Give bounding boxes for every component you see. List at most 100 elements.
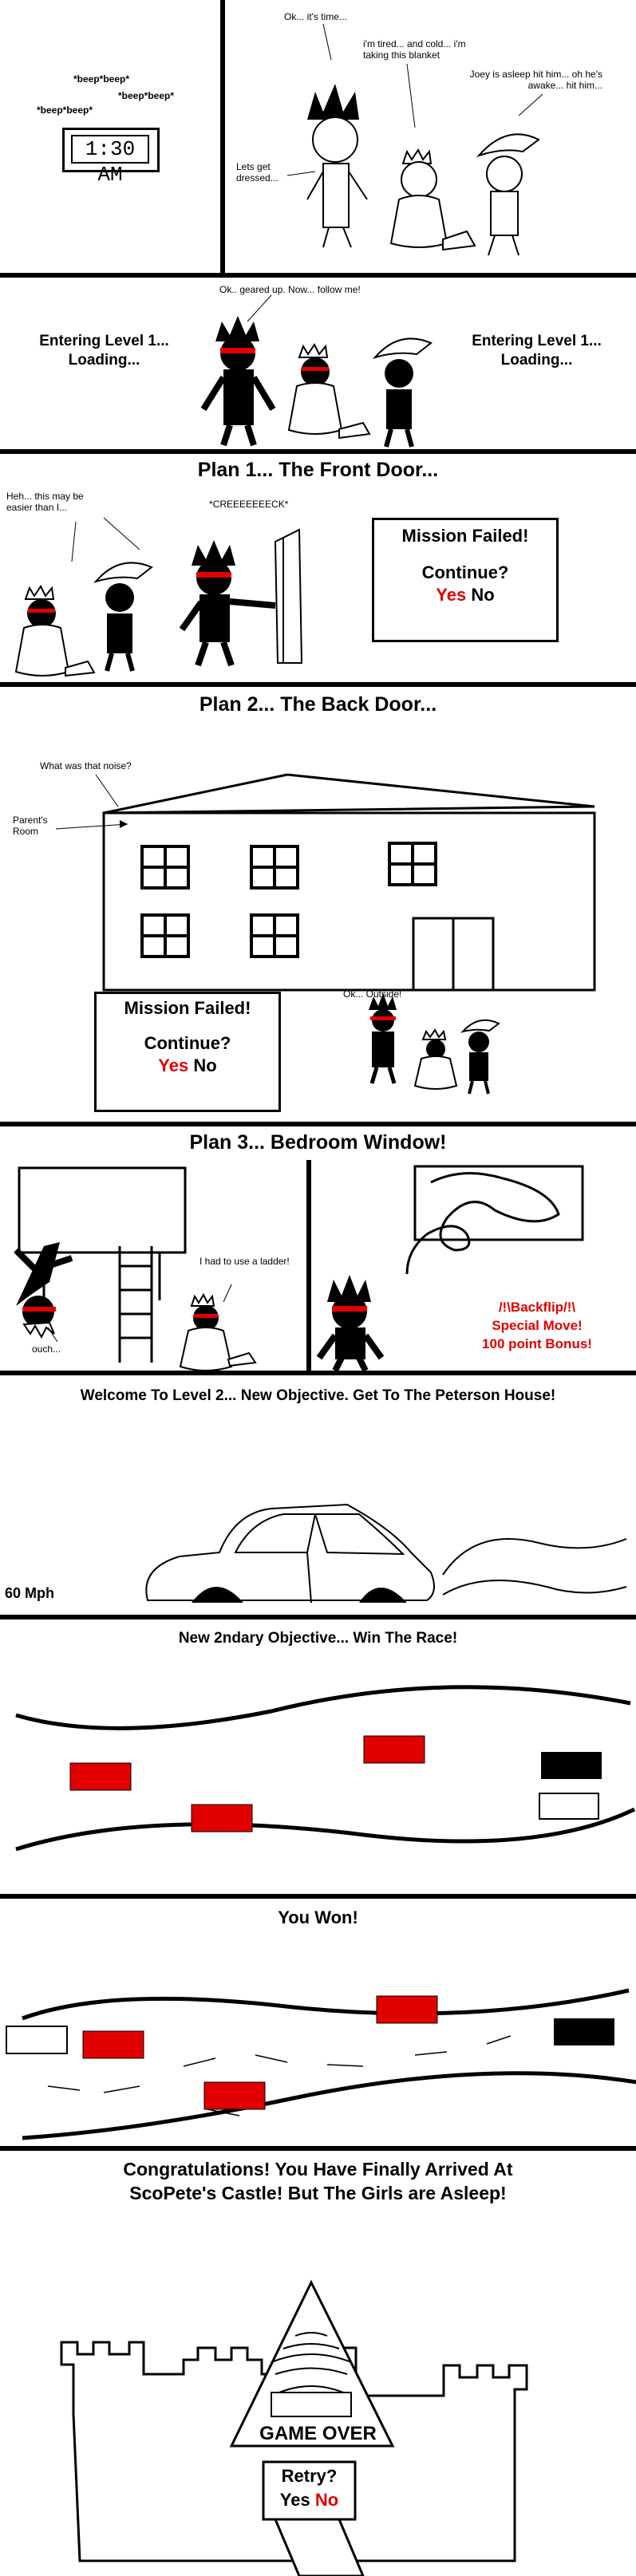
panel-castle: Congratulations! You Have Finally Arrive… bbox=[0, 2151, 636, 2576]
panel1-vertical-divider bbox=[220, 0, 225, 275]
panel8-drawing bbox=[6, 1988, 636, 2140]
panel2-drawing bbox=[200, 294, 433, 448]
panel6-drawing bbox=[145, 1503, 627, 1604]
beep-text-3: *beep*beep* bbox=[37, 105, 93, 116]
car-red-4 bbox=[82, 2030, 144, 2059]
panel3-title: Plan 1... The Front Door... bbox=[197, 459, 439, 481]
panel9-title-2: ScoPete's Castle! But The Girls are Asle… bbox=[129, 2183, 507, 2203]
alarm-clock: 1:30 AM bbox=[62, 128, 160, 187]
panel-you-won: You Won! bbox=[0, 1899, 636, 2146]
divider-5 bbox=[0, 1371, 636, 1375]
car-red-5 bbox=[203, 2081, 266, 2110]
speedometer: 60 Mph bbox=[5, 1585, 55, 1601]
retry-no-option[interactable]: No bbox=[314, 2490, 339, 2510]
house-roof bbox=[103, 773, 595, 815]
panel8-title: You Won! bbox=[278, 1907, 358, 1927]
car-red-2 bbox=[191, 1804, 253, 1832]
panel9-title-1: Congratulations! You Have Finally Arrive… bbox=[123, 2159, 513, 2180]
panel9-drawing bbox=[60, 2279, 528, 2576]
speech-ouch: ouch... bbox=[32, 1343, 61, 1355]
speech-noise: What was that noise? bbox=[40, 760, 132, 771]
continue-options-2: Yes No bbox=[97, 1055, 278, 1077]
yes-option-2[interactable]: Yes bbox=[158, 1055, 189, 1075]
divider-1 bbox=[0, 273, 636, 278]
panel-geared-up: Ok.. geared up. Now... follow me! Enteri… bbox=[0, 278, 636, 449]
windows bbox=[140, 842, 437, 958]
retry-yes-option[interactable]: Yes bbox=[279, 2490, 310, 2510]
car-red-3 bbox=[363, 1735, 425, 1764]
house bbox=[102, 811, 596, 992]
speech-joey: Joey is asleep hit him... oh he's awake.… bbox=[469, 69, 602, 91]
panel5-title: Plan 3... Bedroom Window! bbox=[189, 1131, 447, 1154]
bonus-line-1: /!\Backflip/!\ bbox=[498, 1300, 576, 1315]
no-option-2[interactable]: No bbox=[193, 1055, 217, 1075]
beep-text-2: *beep*beep* bbox=[118, 90, 175, 101]
pyramid-eye bbox=[271, 2332, 352, 2375]
retry-panel: Retry? Yes No bbox=[266, 2464, 353, 2512]
divider-8 bbox=[0, 2146, 636, 2151]
car bbox=[145, 1503, 435, 1604]
speech-tired: i'm tired... and cold... i'm taking this… bbox=[363, 38, 466, 61]
car-wheel-rear bbox=[359, 1588, 407, 1603]
car-wheel-front bbox=[192, 1587, 243, 1603]
panel5-vertical-divider bbox=[306, 1160, 311, 1371]
mission-failed-box-1: Mission Failed! Continue? Yes No bbox=[372, 518, 559, 642]
mission-failed-label-2: Mission Failed! bbox=[124, 998, 251, 1018]
retry-options: Yes No bbox=[266, 2488, 353, 2512]
backflip-path bbox=[405, 1172, 560, 1275]
panel7-title: New 2ndary Objective... Win The Race! bbox=[178, 1630, 458, 1647]
speech-geared-up: Ok.. geared up. Now... follow me! bbox=[219, 284, 361, 295]
sound-creeeck: *CREEEEEEECK* bbox=[209, 499, 289, 510]
beep-text-1: *beep*beep* bbox=[73, 73, 130, 85]
panel-race: New 2ndary Objective... Win The Race! bbox=[0, 1619, 636, 1894]
bonus-line-2: Special Move! bbox=[492, 1318, 583, 1333]
divider-4 bbox=[0, 1122, 636, 1126]
yes-option[interactable]: Yes bbox=[436, 585, 467, 605]
panel3-drawing bbox=[14, 517, 303, 677]
speech-its-time: Ok... it's time... bbox=[284, 11, 347, 22]
mission-failed-box-2: Mission Failed! Continue? Yes No bbox=[94, 992, 281, 1112]
road-top-edge-2 bbox=[22, 1988, 630, 2021]
car-red-6 bbox=[376, 1995, 438, 2024]
road-top-edge bbox=[15, 1685, 631, 1730]
door bbox=[274, 528, 303, 664]
retry-box bbox=[262, 2460, 357, 2521]
road-bottom-edge-2 bbox=[22, 2071, 636, 2140]
loading-right: Entering Level 1... Loading... bbox=[472, 333, 602, 369]
road-bottom-edge bbox=[15, 1807, 636, 1852]
retry-label: Retry? bbox=[281, 2466, 338, 2486]
speech-easier: Heh... this may be easier than I... bbox=[6, 491, 84, 513]
panel-bedroom-window: Plan 3... Bedroom Window! ouch... I had … bbox=[0, 1126, 636, 1372]
panel4-title: Plan 2... The Back Door... bbox=[199, 693, 437, 716]
panel4-drawing bbox=[55, 773, 596, 1095]
spiky-hair bbox=[307, 84, 359, 120]
clock-face: 1:30 AM bbox=[71, 135, 149, 187]
loading-left: Entering Level 1... Loading... bbox=[39, 333, 169, 369]
divider-2 bbox=[0, 449, 636, 454]
panel-wake-up: *beep*beep* *beep*beep* *beep*beep* 1:30… bbox=[0, 0, 636, 275]
panel5-drawing bbox=[14, 1165, 584, 1372]
car-black-2 bbox=[554, 2018, 614, 2045]
parents-room-label: Parent's Room bbox=[13, 815, 48, 837]
panel7-drawing bbox=[15, 1685, 636, 1852]
divider-3 bbox=[0, 682, 636, 687]
speech-dressed: Lets get dressed... bbox=[236, 161, 278, 183]
no-option[interactable]: No bbox=[471, 585, 495, 605]
car-black bbox=[541, 1752, 602, 1779]
continue-options: Yes No bbox=[374, 584, 556, 606]
bonus-text: /!\Backflip/!\ Special Move! 100 point B… bbox=[453, 1298, 621, 1353]
continue-label: Continue? bbox=[421, 562, 509, 582]
panel-front-door: Plan 1... The Front Door... Heh... this … bbox=[0, 454, 636, 682]
panel-level-2: Welcome To Level 2... New Objective. Get… bbox=[0, 1375, 636, 1615]
continue-label-2: Continue? bbox=[144, 1033, 231, 1053]
divider-6 bbox=[0, 1615, 636, 1619]
divider-7 bbox=[0, 1894, 636, 1899]
panel6-title: Welcome To Level 2... New Objective. Get… bbox=[80, 1387, 556, 1404]
panel1-drawing bbox=[286, 23, 543, 256]
ladder bbox=[118, 1246, 153, 1363]
ramp bbox=[273, 2518, 365, 2576]
lane-dashes bbox=[47, 2035, 512, 2116]
car-white-2 bbox=[6, 2026, 68, 2054]
bonus-line-3: 100 point Bonus! bbox=[482, 1336, 592, 1351]
car-white bbox=[539, 1793, 599, 1820]
